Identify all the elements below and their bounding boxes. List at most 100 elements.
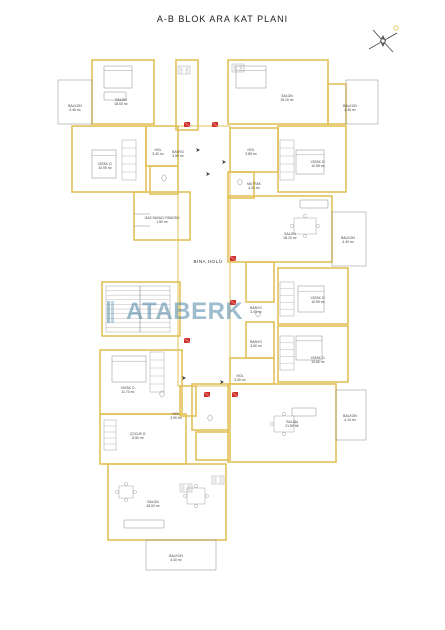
room-area: 10.95 m²: [98, 166, 112, 171]
stove: [179, 483, 193, 493]
room-name: HOL: [154, 148, 162, 152]
burner: [187, 485, 191, 488]
bed: [295, 149, 325, 175]
room-name: YATAK O.: [310, 160, 326, 164]
balcony-railing: [331, 211, 367, 267]
room-area: 3.90 m²: [170, 416, 182, 421]
room-name: BALKON: [68, 104, 82, 108]
room-wall: [277, 267, 349, 325]
arrow-icon: [222, 160, 226, 164]
stove: [177, 65, 191, 75]
chair: [194, 484, 198, 488]
dining-table: [118, 485, 134, 499]
toilet: [237, 178, 243, 186]
room-name: YATAK O.: [310, 296, 326, 300]
room-label: YATAK O.10.80 m²: [298, 356, 338, 364]
balcony-railing: [345, 79, 379, 125]
room-area: 18.15 m²: [280, 98, 294, 103]
room-name: SALON: [286, 420, 298, 424]
chair: [303, 214, 307, 218]
bed: [235, 65, 267, 89]
chair: [124, 498, 128, 502]
burner: [187, 488, 191, 491]
room-wall: [277, 125, 347, 193]
sofa: [291, 407, 317, 417]
room-name: BANYO: [172, 150, 184, 154]
room-name: BALKON: [343, 104, 357, 108]
room-wall: [101, 281, 181, 337]
burner: [239, 65, 243, 68]
room-name: SALON: [147, 500, 159, 504]
chair: [194, 504, 198, 508]
logo-mark-icon: [107, 301, 114, 323]
wardrobe: [103, 419, 117, 451]
red-shaft-hatch: [229, 299, 237, 306]
arrow-icon: [220, 380, 224, 384]
burner: [213, 477, 217, 480]
room-name: YATAK O.: [97, 162, 113, 166]
balcony-railing: [335, 389, 367, 441]
balcony-railing: [145, 539, 217, 571]
room-area: 4.40 m²: [170, 558, 182, 563]
sofa: [123, 519, 165, 529]
watermark-logo: ATABERK: [106, 298, 243, 326]
arrow-icon: [206, 172, 210, 176]
wardrobe: [279, 139, 295, 181]
room-wall: [71, 125, 147, 193]
room-area: 3.40 m²: [152, 152, 164, 157]
chair: [270, 422, 274, 426]
room-area: 10.55 m²: [311, 164, 325, 169]
room-area: 4.46 m²: [69, 108, 81, 113]
balcony-railing: [57, 79, 93, 125]
red-shaft-hatch: [183, 337, 191, 344]
red-shaft-hatch: [211, 121, 219, 128]
room-name: HOL: [247, 148, 255, 152]
wardrobe: [121, 139, 137, 181]
room-wall: [227, 59, 329, 125]
chair: [282, 412, 286, 416]
arrow-icon: [196, 148, 200, 152]
dining-table: [293, 217, 317, 235]
red-shaft-hatch: [229, 255, 237, 262]
room-name: YATAK O.: [310, 356, 326, 360]
room-area: 10.95 m²: [311, 300, 325, 305]
room-name: SALON: [284, 232, 296, 236]
room-area: 3.30 m²: [234, 378, 246, 383]
room-area: 3.45 m²: [250, 310, 262, 315]
burner: [179, 67, 183, 70]
room-area: 1.80 m²: [156, 220, 168, 225]
red-shaft-hatch: [203, 391, 211, 398]
walls: [57, 59, 379, 571]
room-wall: [133, 191, 191, 241]
room-area: 3.55 m²: [172, 154, 184, 159]
room-name: SALON: [115, 98, 127, 102]
room-label: YATAK O.10.95 m²: [298, 296, 338, 304]
bed: [295, 335, 323, 361]
burner: [181, 485, 185, 488]
room-label: YATAK O.10.95 m²: [85, 162, 125, 170]
room-area: 10.80 m²: [311, 360, 325, 365]
wardrobe: [279, 281, 295, 317]
toilet: [207, 414, 213, 422]
room-area: 21.80 m²: [285, 424, 299, 429]
burner: [185, 67, 189, 70]
chair: [303, 234, 307, 238]
chair: [133, 490, 137, 494]
room-area: 18.00 m²: [146, 504, 160, 509]
room-name: BANYO: [250, 306, 262, 310]
chair: [316, 224, 320, 228]
stove: [231, 63, 245, 73]
room-name: BALKON: [169, 554, 183, 558]
bed: [103, 65, 133, 89]
room-wall: [227, 171, 255, 199]
